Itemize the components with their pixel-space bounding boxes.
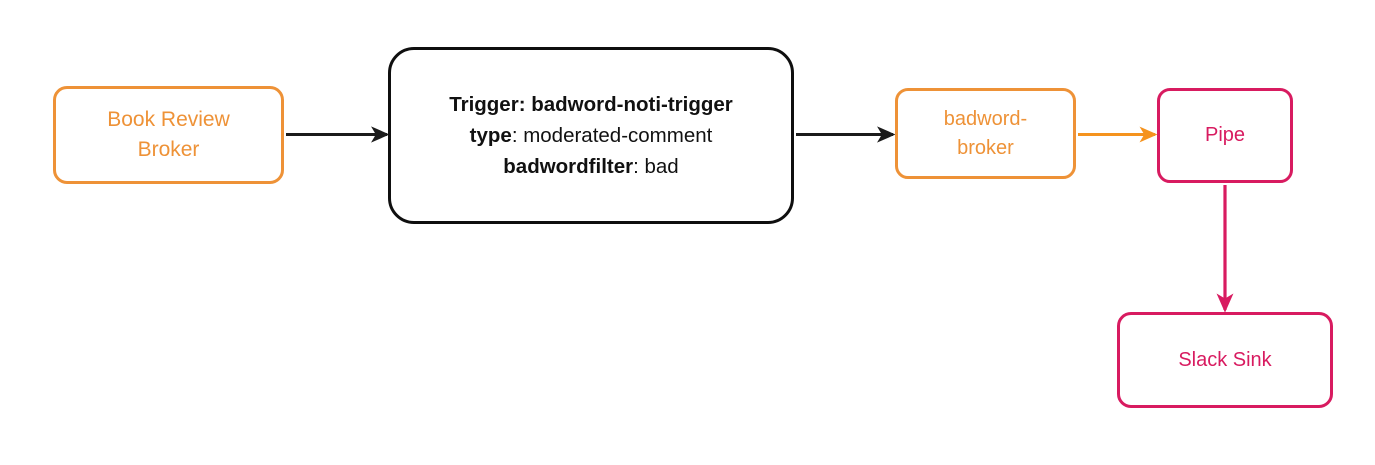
node-book-review-broker[interactable]: Book Review Broker <box>53 86 284 184</box>
node-slack-sink-label: Slack Sink <box>1178 348 1272 371</box>
node-trigger-label: Trigger: badword-noti-trigger type: mode… <box>391 89 791 182</box>
node-badword-broker[interactable]: badword- broker <box>895 88 1076 179</box>
node-trigger-line-3-key: badwordfilter <box>503 155 634 178</box>
node-trigger-line-2-key: type <box>469 124 512 147</box>
node-book-review-broker-line-2: Broker <box>137 138 200 161</box>
node-trigger-line-3: badwordfilter: bad <box>503 155 678 178</box>
node-pipe[interactable]: Pipe <box>1157 88 1293 183</box>
node-badword-broker-line-1: badword- <box>943 107 1028 130</box>
node-trigger-line-2-value: : moderated-comment <box>511 124 713 147</box>
node-badword-broker-line-2: broker <box>957 136 1014 159</box>
node-trigger[interactable]: Trigger: badword-noti-trigger type: mode… <box>388 47 794 224</box>
node-book-review-broker-label: Book Review Broker <box>56 105 281 166</box>
node-trigger-line-1: Trigger: badword-noti-trigger <box>449 93 733 116</box>
node-badword-broker-label: badword- broker <box>898 105 1073 163</box>
node-pipe-label: Pipe <box>1204 124 1246 146</box>
node-slack-sink[interactable]: Slack Sink <box>1117 312 1333 408</box>
node-trigger-line-3-value: : bad <box>633 155 679 178</box>
node-trigger-line-1-text: Trigger: badword-noti-trigger <box>449 93 733 116</box>
node-book-review-broker-line-1: Book Review <box>107 107 230 131</box>
node-trigger-line-2: type: moderated-comment <box>470 124 713 147</box>
